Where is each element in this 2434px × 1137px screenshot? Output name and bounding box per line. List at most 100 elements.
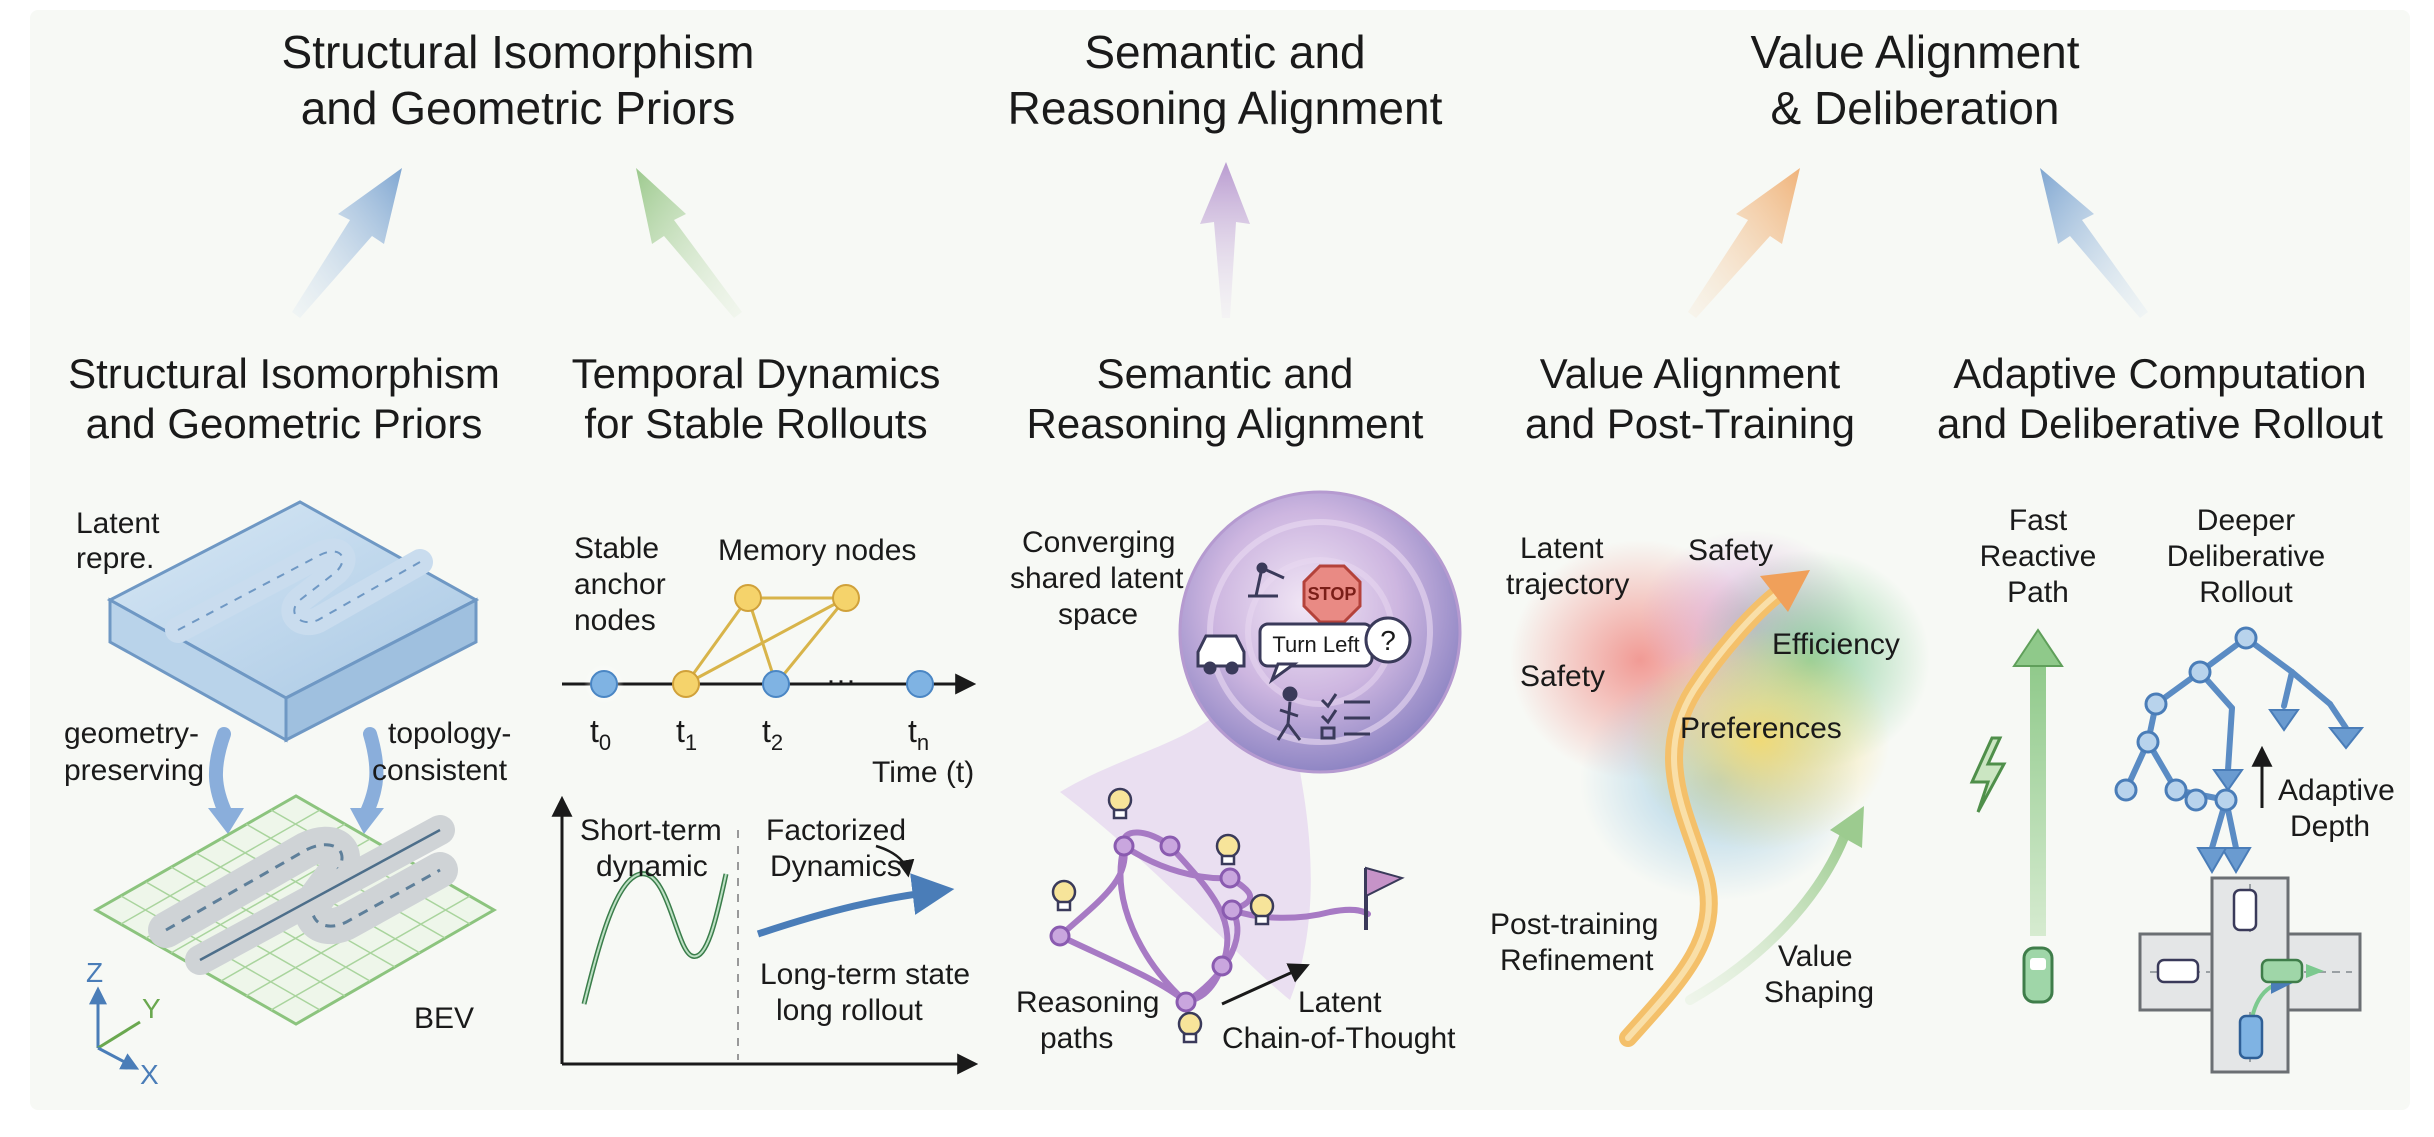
latent-cot-pointer xyxy=(1221,963,1310,1006)
car-icon xyxy=(1196,634,1246,675)
panel-title-semantic-line2: Reasoning Alignment xyxy=(1027,400,1424,447)
latent-box xyxy=(106,500,480,743)
arrow-up-orange xyxy=(1688,168,1800,318)
trajectory-label-line2: trajectory xyxy=(1506,568,1629,601)
checklist-icon xyxy=(1320,693,1370,740)
long-term-arrow xyxy=(756,873,955,938)
trajectory-arrowhead xyxy=(1760,570,1810,612)
t0-label: t0 xyxy=(590,713,611,755)
bev-label: BEV xyxy=(414,1002,474,1035)
tree-nodes xyxy=(2114,626,2258,812)
panel-title-semantic: Semantic and Reasoning Alignment xyxy=(1027,350,1424,447)
lightning-icon xyxy=(1969,736,2007,813)
panel-title-structural-line1: Structural Isomorphism xyxy=(68,350,500,397)
deeper-label-line2: Deliberative xyxy=(2167,540,2325,573)
turn-left-text: Turn Left xyxy=(1272,632,1359,657)
latent-cot-label-line1: Latent xyxy=(1298,986,1382,1019)
node-t1 xyxy=(672,670,700,698)
safety-left-label: Safety xyxy=(1520,660,1605,693)
panel-title-temporal-line2: for Stable Rollouts xyxy=(584,400,927,447)
post-training-label-line2: Refinement xyxy=(1500,944,1654,977)
panel-title-adaptive-line2: and Deliberative Rollout xyxy=(1937,400,2383,447)
converging-label-line1: Converging xyxy=(1022,526,1175,559)
tn-label: tn xyxy=(908,713,929,755)
stable-label-line1: Stable xyxy=(574,532,659,565)
fast-label-line3: Path xyxy=(2007,576,2069,609)
panel-adaptive: Fast Reactive Path Deeper Deliberative R… xyxy=(1969,504,2395,1074)
factorized-label-line2: Dynamics xyxy=(770,850,902,883)
preferences-label: Preferences xyxy=(1680,712,1842,745)
value-shaping-arrow xyxy=(1685,827,1851,1005)
deeper-label-line3: Rollout xyxy=(2199,576,2293,609)
axis-x-label: X xyxy=(140,1059,159,1090)
geometry-label-line1: geometry- xyxy=(64,717,199,750)
panel-title-structural: Structural Isomorphism and Geometric Pri… xyxy=(68,350,500,447)
value-shaping-arrowhead xyxy=(1830,806,1864,848)
tree-arrowheads xyxy=(2196,709,2365,874)
memory-node-a xyxy=(734,584,762,612)
stop-sign-icon: STOP xyxy=(1302,564,1362,624)
topology-label-line1: topology- xyxy=(388,717,511,750)
arrow-up-purple xyxy=(1200,162,1250,318)
latent-label-line2: repre. xyxy=(76,542,154,575)
question-bubble-icon: ? xyxy=(1364,616,1412,664)
question-mark-text: ? xyxy=(1380,625,1396,656)
top-title-structural-line2: and Geometric Priors xyxy=(301,82,736,134)
short-term-label-line1: Short-term xyxy=(580,814,722,847)
panel-structural: Latent repre. geometry- preserving topol… xyxy=(64,500,511,1090)
value-shaping-label-line2: Shaping xyxy=(1764,976,1874,1009)
memory-links xyxy=(684,596,848,686)
fast-label-line1: Fast xyxy=(2009,504,2068,537)
turn-left-speech-bubble: Turn Left xyxy=(1258,622,1374,685)
trajectory-label-line1: Latent xyxy=(1520,532,1604,565)
stable-label-line2: anchor xyxy=(574,568,666,601)
car-bottom-icon xyxy=(2238,1014,2264,1060)
latent-label-line1: Latent xyxy=(76,507,160,540)
converging-label-line2: shared latent xyxy=(1010,562,1184,595)
short-term-curve-highlight xyxy=(583,872,727,1005)
car-turning-icon xyxy=(2260,958,2304,984)
stop-sign-text: STOP xyxy=(1308,584,1357,604)
panel-title-value-line2: and Post-Training xyxy=(1525,400,1855,447)
arrow-geometry-preserving xyxy=(209,727,233,821)
adaptive-label-line2: Depth xyxy=(2290,810,2370,843)
efficiency-label: Efficiency xyxy=(1772,628,1900,661)
panel-title-semantic-line1: Semantic and xyxy=(1097,350,1354,397)
memory-node-b xyxy=(832,584,860,612)
bev-grid xyxy=(92,794,498,1026)
latent-cot-label-line2: Chain-of-Thought xyxy=(1222,1022,1456,1055)
value-shaping-label-line1: Value xyxy=(1778,940,1853,973)
factorized-pointer xyxy=(875,844,915,878)
geometry-label-line2: preserving xyxy=(64,754,204,787)
reasoning-label-line2: paths xyxy=(1040,1022,1113,1055)
adaptive-label-line1: Adaptive xyxy=(2278,774,2395,807)
top-title-structural-line1: Structural Isomorphism xyxy=(282,26,755,78)
top-title-value-line2: & Deliberation xyxy=(1771,82,2060,134)
stable-label-line3: nodes xyxy=(574,604,656,637)
node-t2 xyxy=(762,670,790,698)
panel-title-value: Value Alignment and Post-Training xyxy=(1525,350,1855,447)
arrow-up-blue-left xyxy=(292,168,402,318)
t2-label: t2 xyxy=(762,713,783,755)
top-title-semantic: Semantic and Reasoning Alignment xyxy=(1008,26,1443,134)
arrow-geometry-head xyxy=(208,808,244,834)
panel-title-value-line1: Value Alignment xyxy=(1540,350,1841,397)
panel-title-adaptive-line1: Adaptive Computation xyxy=(1953,350,2366,397)
axis-z-label: Z xyxy=(86,957,103,988)
reasoning-nodes xyxy=(1049,835,1243,1013)
topology-label-line2: consistent xyxy=(372,754,508,787)
factorized-label-line1: Factorized xyxy=(766,814,906,847)
memory-label: Memory nodes xyxy=(718,534,916,567)
panel-title-structural-line2: and Geometric Priors xyxy=(86,400,483,447)
top-title-structural: Structural Isomorphism and Geometric Pri… xyxy=(282,26,755,134)
arrow-topology-consistent xyxy=(359,727,384,821)
car-top-icon xyxy=(2232,888,2258,932)
pedestrian-icon xyxy=(1276,686,1302,741)
converging-label-line3: space xyxy=(1058,598,1138,631)
long-term-label-line2: long rollout xyxy=(776,994,923,1027)
robot-arm-icon xyxy=(1248,562,1285,598)
fast-car-icon xyxy=(2022,946,2054,1004)
fast-path-head xyxy=(2012,628,2064,667)
deeper-label-line1: Deeper xyxy=(2197,504,2295,537)
